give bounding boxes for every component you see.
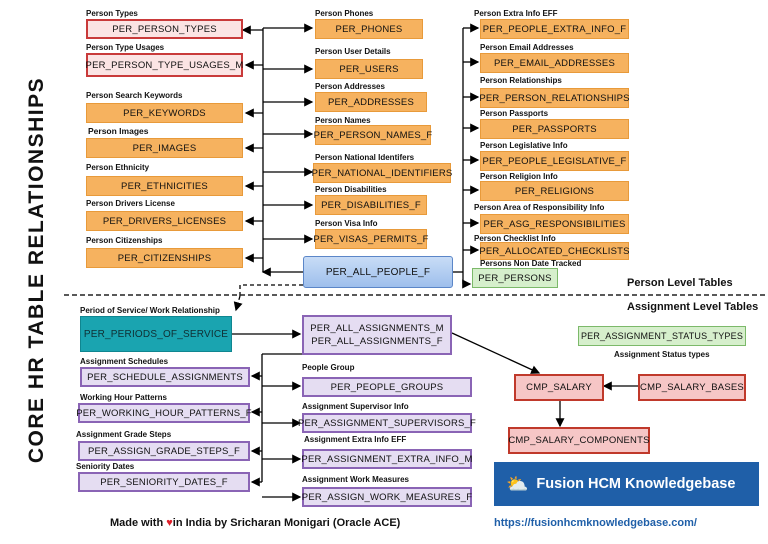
assignment-status-types-label: Assignment Status types: [614, 350, 710, 359]
table-per-all-assignments-f: PER_ALL_ASSIGNMENTS_F: [311, 336, 443, 347]
person-phones-label: Person Phones: [315, 9, 374, 18]
table-per-keywords[interactable]: PER_KEYWORDS: [86, 103, 243, 123]
table-per-people-groups[interactable]: PER_PEOPLE_GROUPS: [302, 377, 472, 397]
table-per-person-names-f[interactable]: PER_PERSON_NAMES_F: [314, 125, 432, 145]
period-of-service-label: Period of Service/ Work Relationship: [80, 306, 220, 315]
table-per-person-type-usages-m[interactable]: PER_PERSON_TYPE_USAGES_M: [86, 53, 243, 77]
table-cmp-salary-components[interactable]: CMP_SALARY_COMPONENTS: [508, 427, 650, 454]
table-per-people-legislative-f[interactable]: PER_PEOPLE_LEGISLATIVE_F: [480, 151, 629, 171]
assignment-extra-info-label: Assignment Extra Info EFF: [304, 435, 407, 444]
seniority-dates-label: Seniority Dates: [76, 462, 135, 471]
table-per-assignment-extra-info-m[interactable]: PER_ASSIGNMENT_EXTRA_INFO_M: [301, 449, 472, 469]
table-per-phones[interactable]: PER_PHONES: [315, 19, 423, 39]
table-per-all-assignments[interactable]: PER_ALL_ASSIGNMENTS_M PER_ALL_ASSIGNMENT…: [302, 315, 452, 355]
table-per-periods-of-service[interactable]: PER_PERIODS_OF_SERVICE: [80, 316, 232, 352]
table-per-person-types[interactable]: PER_PERSON_TYPES: [86, 19, 243, 39]
table-per-people-extra-info-f[interactable]: PER_PEOPLE_EXTRA_INFO_F: [480, 19, 629, 39]
table-per-religions[interactable]: PER_RELIGIONS: [480, 181, 629, 201]
assignment-supervisor-info-label: Assignment Supervisor Info: [302, 402, 409, 411]
person-visa-info-label: Person Visa Info: [315, 219, 378, 228]
table-per-assignment-status-types[interactable]: PER_ASSIGNMENT_STATUS_TYPES: [578, 326, 746, 346]
person-ethnicity-label: Person Ethnicity: [86, 163, 150, 172]
table-per-assignment-supervisors-f[interactable]: PER_ASSIGNMENT_SUPERVISORS_F: [298, 413, 476, 433]
person-legislative-info-label: Person Legislative Info: [480, 141, 568, 150]
person-search-keywords-label: Person Search Keywords: [86, 91, 183, 100]
table-per-persons[interactable]: PER_PERSONS: [472, 268, 558, 288]
person-email-addresses-label: Person Email Addresses: [480, 43, 574, 52]
person-names-label: Person Names: [315, 116, 371, 125]
people-group-label: People Group: [302, 363, 355, 372]
banner-text: Fusion HCM Knowledgebase: [536, 476, 736, 492]
person-citizenships-label: Person Citizenships: [86, 236, 163, 245]
table-per-citizenships[interactable]: PER_CITIZENSHIPS: [86, 248, 243, 268]
footer-author: in India by Sricharan Monigari (Oracle A…: [172, 517, 401, 529]
table-per-seniority-dates-f[interactable]: PER_SENIORITY_DATES_F: [78, 472, 250, 492]
table-per-person-relationships[interactable]: PER_PERSON_RELATIONSHIPS: [479, 88, 629, 108]
person-responsibility-info-label: Person Area of Responsibility Info: [474, 203, 605, 212]
table-per-email-addresses[interactable]: PER_EMAIL_ADDRESSES: [480, 53, 629, 73]
person-user-details-label: Person User Details: [315, 47, 391, 56]
table-per-disabilities-f[interactable]: PER_DISABILITIES_F: [315, 195, 427, 215]
assignment-level-tables-heading: Assignment Level Tables: [627, 301, 759, 313]
footer-url-link[interactable]: https://fusionhcmknowledgebase.com/: [494, 517, 697, 529]
table-per-images[interactable]: PER_IMAGES: [86, 138, 243, 158]
table-per-asg-responsibilities[interactable]: PER_ASG_RESPONSIBILITIES: [480, 214, 629, 234]
table-per-visas-permits-f[interactable]: PER_VISAS_PERMITS_F: [313, 229, 428, 249]
person-national-identifiers-label: Person National Identifers: [315, 153, 415, 162]
table-cmp-salary-bases[interactable]: CMP_SALARY_BASES: [638, 374, 746, 401]
table-per-assign-work-measures-f[interactable]: PER_ASSIGN_WORK_MEASURES_F: [302, 487, 472, 507]
person-type-usages-label: Person Type Usages: [86, 43, 165, 52]
person-relationships-label: Person Relationships: [480, 76, 562, 85]
person-religion-info-label: Person Religion Info: [480, 172, 558, 181]
table-per-users[interactable]: PER_USERS: [315, 59, 423, 79]
table-per-addresses[interactable]: PER_ADDRESSES: [315, 92, 427, 112]
footer-made-with: Made with: [110, 517, 164, 529]
assignment-grade-steps-label: Assignment Grade Steps: [76, 430, 172, 439]
page-title: CORE HR TABLE RELATIONSHIPS: [25, 76, 48, 464]
persons-non-date-tracked-label: Persons Non Date Tracked: [480, 259, 582, 268]
heart-icon: ♥: [166, 517, 173, 529]
person-types-label: Person Types: [86, 9, 138, 18]
person-drivers-license-label: Person Drivers License: [86, 199, 175, 208]
person-checklist-info-label: Person Checklist Info: [474, 234, 556, 243]
table-per-passports[interactable]: PER_PASSPORTS: [480, 119, 629, 139]
table-per-all-people-f[interactable]: PER_ALL_PEOPLE_F: [303, 256, 453, 288]
cloud-sun-icon: ⛅: [506, 473, 529, 494]
person-extra-info-label: Person Extra Info EFF: [474, 9, 558, 18]
table-per-schedule-assignments[interactable]: PER_SCHEDULE_ASSIGNMENTS: [80, 367, 250, 387]
person-level-tables-heading: Person Level Tables: [627, 277, 733, 289]
working-hour-patterns-label: Working Hour Patterns: [80, 393, 167, 402]
table-per-national-identifiers[interactable]: PER_NATIONAL_IDENTIFIERS: [312, 163, 452, 183]
table-per-allocated-checklists[interactable]: PER_ALLOCATED_CHECKLISTS: [479, 242, 629, 260]
table-per-all-assignments-m: PER_ALL_ASSIGNMENTS_M: [310, 323, 444, 334]
assignment-work-measures-label: Assignment Work Measures: [302, 475, 409, 484]
table-cmp-salary[interactable]: CMP_SALARY: [514, 374, 604, 401]
table-per-working-hour-patterns-f[interactable]: PER_WORKING_HOUR_PATTERNS_F: [76, 403, 252, 423]
person-addresses-label: Person Addresses: [315, 82, 385, 91]
assignment-schedules-label: Assignment Schedules: [80, 357, 169, 366]
table-per-ethnicities[interactable]: PER_ETHNICITIES: [86, 176, 243, 196]
person-passports-label: Person Passports: [480, 109, 549, 118]
footer-credit: Made with ♥in India by Sricharan Monigar…: [110, 517, 400, 529]
knowledgebase-banner[interactable]: ⛅ Fusion HCM Knowledgebase: [494, 462, 759, 506]
person-disabilities-label: Person Disabilities: [315, 185, 387, 194]
table-per-assign-grade-steps-f[interactable]: PER_ASSIGN_GRADE_STEPS_F: [78, 441, 250, 461]
person-images-label: Person Images: [88, 126, 149, 136]
table-per-drivers-licenses[interactable]: PER_DRIVERS_LICENSES: [86, 211, 243, 231]
